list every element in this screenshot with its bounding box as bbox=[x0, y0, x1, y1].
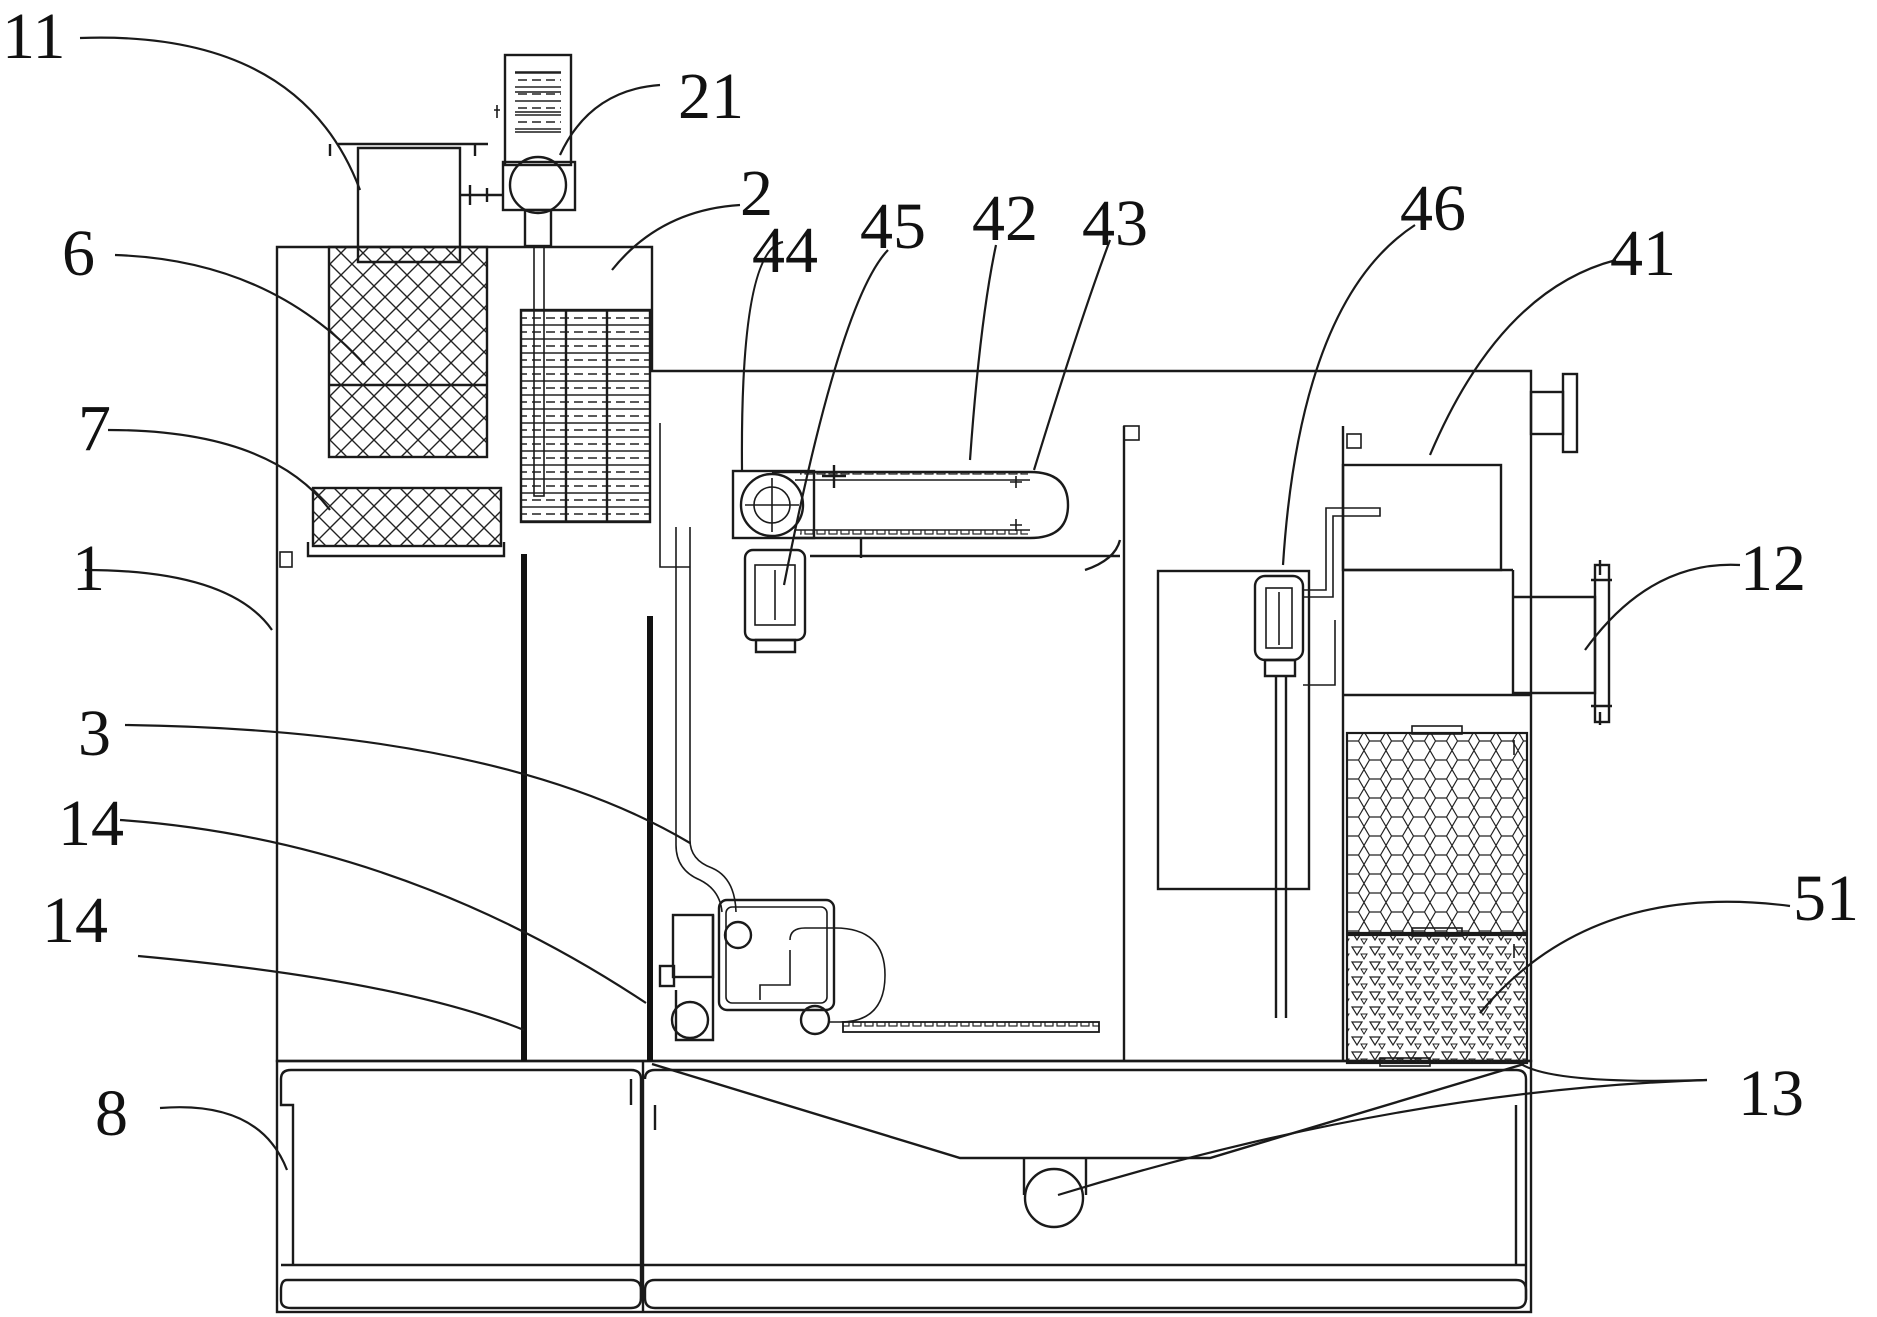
coalescer-media bbox=[1345, 725, 1529, 1067]
label-1: 1 bbox=[72, 532, 105, 605]
oil-collector bbox=[1341, 372, 1612, 1061]
metering-pump bbox=[460, 53, 577, 248]
label-6: 6 bbox=[62, 217, 95, 290]
baffle-plates bbox=[521, 554, 653, 1061]
separator-chamber bbox=[1156, 507, 1381, 1018]
label-44: 44 bbox=[752, 214, 818, 287]
drain-outlet bbox=[1023, 1167, 1085, 1229]
reference-numerals: 11 21 2 44 45 42 43 46 41 6 7 1 12 3 14 … bbox=[2, 0, 1859, 1150]
label-14a: 14 bbox=[58, 787, 124, 860]
label-11: 11 bbox=[2, 0, 66, 73]
label-45: 45 bbox=[860, 190, 926, 263]
label-42: 42 bbox=[972, 182, 1038, 255]
chain-conveyor bbox=[731, 425, 1140, 1061]
label-12: 12 bbox=[1740, 532, 1806, 605]
label-46: 46 bbox=[1400, 172, 1466, 245]
label-51: 51 bbox=[1793, 862, 1859, 935]
label-13: 13 bbox=[1738, 1057, 1804, 1130]
label-8: 8 bbox=[95, 1077, 128, 1150]
feed-hopper bbox=[328, 142, 488, 264]
label-41: 41 bbox=[1610, 217, 1676, 290]
label-21: 21 bbox=[678, 60, 744, 133]
label-2: 2 bbox=[740, 157, 773, 230]
label-7: 7 bbox=[78, 392, 111, 465]
label-3: 3 bbox=[78, 697, 111, 770]
filter-basket bbox=[327, 245, 489, 459]
leader-lines bbox=[79, 36, 1791, 1197]
label-14b: 14 bbox=[42, 884, 108, 957]
base-frame bbox=[275, 1059, 1533, 1314]
circulation-pipe bbox=[658, 423, 1100, 1042]
screen-filter bbox=[519, 245, 652, 524]
label-43: 43 bbox=[1082, 187, 1148, 260]
bag-filter bbox=[306, 486, 506, 558]
